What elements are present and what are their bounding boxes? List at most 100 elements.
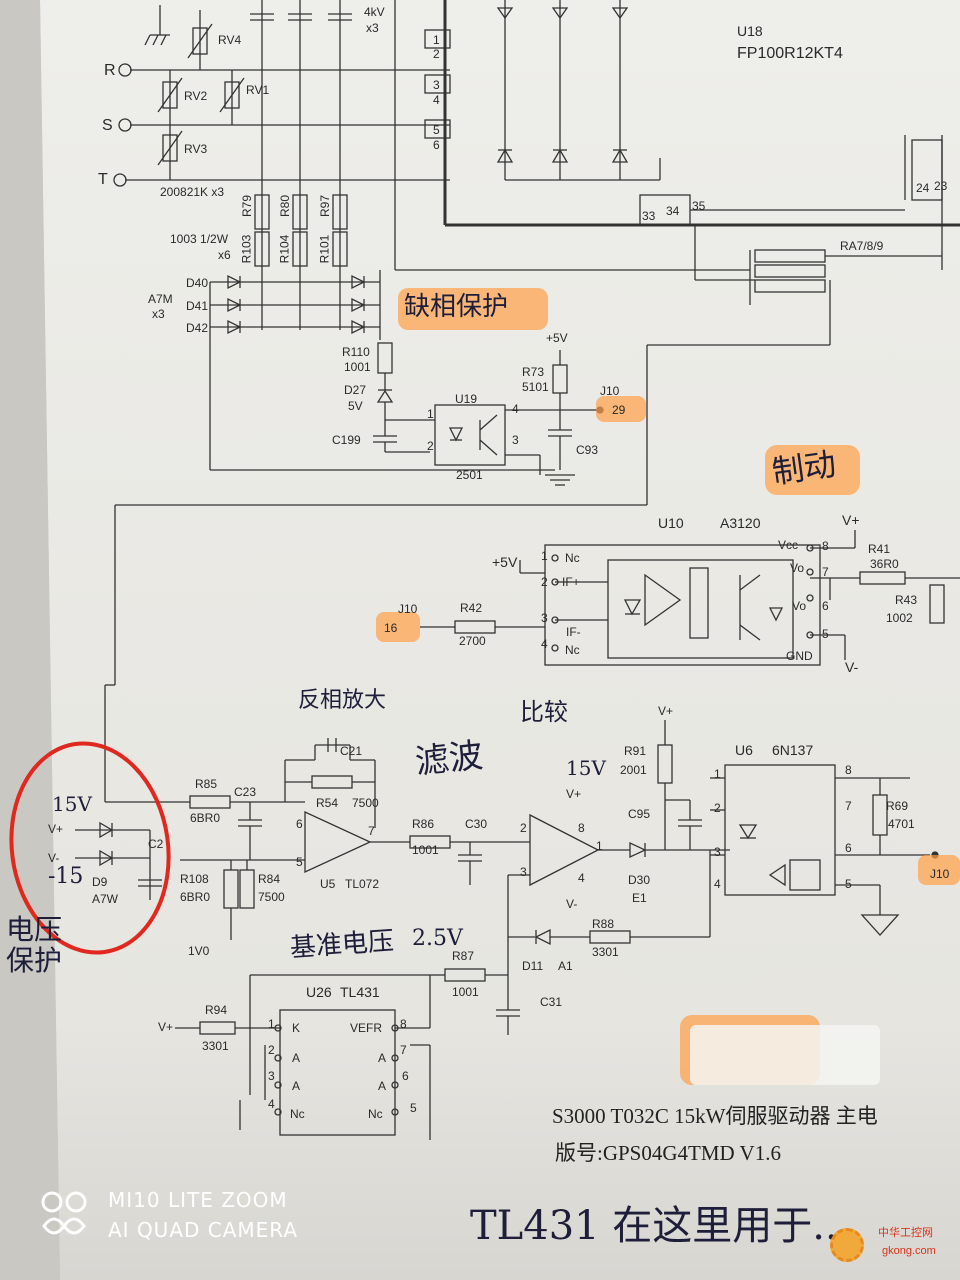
u26-num-1: 1 <box>268 1017 275 1031</box>
u26-pin-a7: A <box>378 1051 387 1065</box>
d11-label: D11 <box>522 959 544 973</box>
r43-label: R43 <box>895 593 918 607</box>
note-bottom: TL431 在这里用于... <box>470 1203 851 1249</box>
u10-pin-nc1: Nc <box>565 551 580 565</box>
r85-value: 6BR0 <box>190 811 221 825</box>
r42-label: R42 <box>460 601 483 615</box>
brake-vplus: V+ <box>842 512 860 528</box>
u5-part: TL072 <box>345 877 380 891</box>
u26-label: U26 <box>306 984 332 1000</box>
r94-label: R94 <box>205 1003 228 1017</box>
camera-line1: MI10 LITE ZOOM <box>108 1188 288 1212</box>
input-r: R <box>104 62 116 79</box>
r41-value: 36R0 <box>870 557 899 571</box>
comp-pin-4: 4 <box>578 871 585 885</box>
r86-value: 1001 <box>412 843 439 857</box>
term-23: 23 <box>934 179 948 193</box>
u6-pin-8: 8 <box>845 763 852 777</box>
u10-pin-nc4: Nc <box>565 643 580 657</box>
r110-value: 1001 <box>344 360 371 374</box>
u6-pin-4: 4 <box>714 877 721 891</box>
comp-pin-2: 2 <box>520 821 527 835</box>
r104-label: R104 <box>277 234 292 264</box>
varistor-part: 200821K x3 <box>160 185 225 199</box>
note-undervolt: 电压保护 <box>6 913 63 977</box>
note-brake: 制动 <box>769 444 839 492</box>
note-filter: 滤波 <box>413 735 485 783</box>
u10-pin-vo7: Vo <box>790 561 805 575</box>
res-qty: x6 <box>218 248 231 262</box>
d9-vplus: V+ <box>48 822 64 836</box>
u19-pin-2: 2 <box>427 439 434 453</box>
r110-label: R110 <box>342 345 370 359</box>
red-circle-annotation <box>9 741 171 955</box>
schematic-title: S3000 T032C 15kW伺服驱动器 主电 <box>552 1104 878 1128</box>
u10-pin-ifm: IF- <box>566 625 581 639</box>
rv2-label: RV2 <box>184 89 208 103</box>
r73-label: R73 <box>522 365 545 379</box>
d30-part: E1 <box>632 891 647 905</box>
j10-brake-label: J10 <box>398 602 418 616</box>
u10-num-4: 4 <box>541 637 548 651</box>
u26-pin-nc4: Nc <box>290 1107 305 1121</box>
r97-label: R97 <box>318 194 333 218</box>
u10-num-2: 2 <box>541 575 548 589</box>
u26-num-7: 7 <box>400 1043 407 1057</box>
u5-label: U5 <box>320 877 336 891</box>
r84-label: R84 <box>258 872 281 886</box>
u26-pin-k: K <box>292 1021 301 1035</box>
c31-label: C31 <box>540 995 563 1009</box>
brake-5v: +5V <box>492 554 518 570</box>
comp-pin-8: 8 <box>578 821 585 835</box>
res-rating: 1003 1/2W <box>170 232 229 246</box>
term-2: 2 <box>433 47 440 61</box>
c93-label: C93 <box>576 443 599 457</box>
igbt-ref: U18 <box>737 23 763 39</box>
r54-value: 7500 <box>352 796 379 810</box>
c21-label: C21 <box>340 744 363 758</box>
d11-part: A1 <box>558 959 573 973</box>
u10-num-8: 8 <box>822 539 829 553</box>
u26-num-5: 5 <box>410 1101 417 1115</box>
r91-label: R91 <box>624 744 647 758</box>
u26-num-2: 2 <box>268 1043 275 1057</box>
site-watermark: 中华工控网 gkong.com <box>830 1222 955 1272</box>
vcc-5v: +5V <box>546 331 568 345</box>
d30-label: D30 <box>628 873 651 887</box>
cap-qty: x3 <box>366 21 379 35</box>
d27-label: D27 <box>344 383 367 397</box>
r42-value: 2700 <box>459 634 486 648</box>
d40-label: D40 <box>186 276 209 290</box>
r73-value: 5101 <box>522 380 549 394</box>
j10-top-label: J10 <box>600 384 620 398</box>
comp-vminus: V- <box>566 897 578 911</box>
r108-label: R108 <box>180 872 209 886</box>
note-inverting: 反相放大 <box>298 688 387 713</box>
u10-part: A3120 <box>720 515 761 531</box>
r101-label: R101 <box>317 234 332 264</box>
u26-part: TL431 <box>340 984 380 1000</box>
u19-part: 2501 <box>456 468 483 482</box>
rv3-label: RV3 <box>184 142 208 156</box>
u19-pin-4: 4 <box>512 402 519 416</box>
paper <box>40 0 960 1280</box>
u26-pin-nc5: Nc <box>368 1107 383 1121</box>
c23-label: C23 <box>234 785 257 799</box>
term-4: 4 <box>433 93 440 107</box>
u26-num-3: 3 <box>268 1069 275 1083</box>
r41-label: R41 <box>868 542 891 556</box>
j10-pin-16: 16 <box>384 621 398 635</box>
r88-value: 3301 <box>592 945 619 959</box>
u26-pin-a6: A <box>378 1079 387 1093</box>
v10-label: 1V0 <box>188 944 210 958</box>
r85-label: R85 <box>195 777 218 791</box>
schematic-version: 版号:GPS04G4TMD V1.6 <box>555 1141 781 1165</box>
site-name: 中华工控网 <box>878 1227 933 1239</box>
u6-pin-1: 1 <box>714 767 721 781</box>
term-35: 35 <box>692 199 706 213</box>
u5-pin-7: 7 <box>368 824 375 838</box>
term-6: 6 <box>433 138 440 152</box>
r94-value: 3301 <box>202 1039 229 1053</box>
u6-label: U6 <box>735 742 753 758</box>
